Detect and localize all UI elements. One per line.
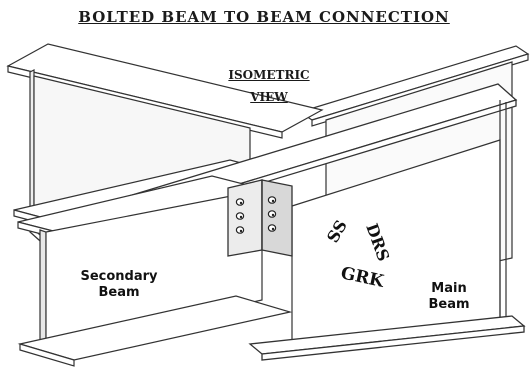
bolt-center — [239, 229, 243, 233]
bolt-icon — [235, 198, 245, 206]
secondary-beam-label-line1: Secondary — [80, 269, 158, 284]
bolt-center — [271, 213, 275, 217]
bolt-icon — [235, 226, 245, 234]
bolt-icon — [267, 210, 277, 218]
main-beam-web — [291, 100, 507, 341]
secondary-beam-front — [17, 175, 293, 367]
bolt-group — [235, 196, 277, 234]
main-beam-label-line2: Beam — [428, 297, 470, 312]
bolt-icon — [235, 212, 245, 220]
bolt-center — [271, 227, 275, 231]
bolt-icon — [267, 224, 277, 232]
drawing-title: BOLTED BEAM TO BEAM CONNECTION — [78, 8, 450, 26]
secondary-beam-label: Secondary Beam — [64, 269, 174, 301]
secondary-beam-label-line2: Beam — [98, 285, 140, 300]
bolt-center — [271, 199, 275, 203]
view-label-line2: VIEW — [250, 90, 288, 104]
main-beam-bottom-flange — [248, 315, 526, 361]
bolt-center — [239, 215, 243, 219]
main-beam-label-line1: Main — [431, 281, 467, 296]
main-beam-label: Main Beam — [414, 281, 484, 313]
view-label: ISOMETRIC VIEW — [224, 64, 314, 108]
view-label-line1: ISOMETRIC — [228, 68, 310, 82]
bolt-icon — [267, 196, 277, 204]
bolt-center — [239, 201, 243, 205]
